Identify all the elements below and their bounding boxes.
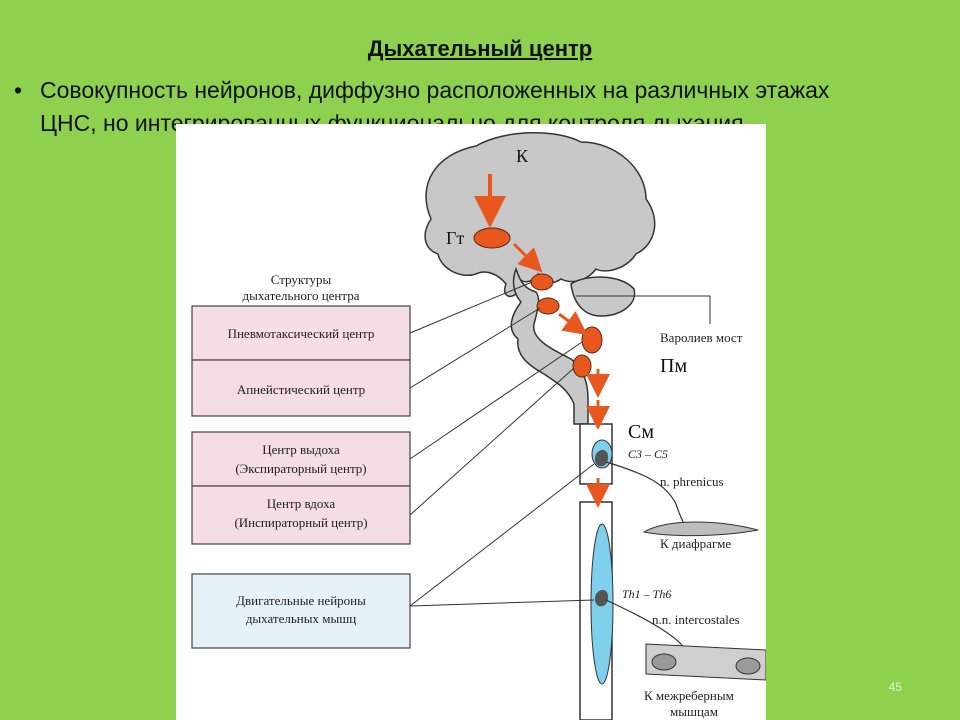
box-inspiratory-line1: Центр вдоха (267, 496, 336, 511)
box-apneustic (191, 359, 411, 417)
box-apneustic-line1: Апнейстический центр (237, 382, 365, 397)
intercostal-muscle (645, 643, 766, 681)
segment-th-label: Th1 – Th6 (622, 587, 671, 601)
leader-inspiratory (409, 367, 575, 516)
bullet-dot: • (14, 77, 23, 103)
nucleus-inspiratory (572, 354, 592, 378)
to-diaphragm-label: К диафрагме (660, 536, 731, 551)
box-motor-neurons (191, 573, 411, 649)
brain-label: К (516, 146, 529, 166)
leader-motor-neurons (409, 463, 595, 607)
box-inspiratory (191, 485, 411, 545)
box-motor-line1: Двигательные нейроны (236, 593, 366, 608)
hypothalamus-label: Гт (446, 228, 464, 248)
brain-shape (424, 131, 656, 298)
leader-motor-neurons-2 (409, 599, 595, 607)
rib-right (735, 657, 761, 675)
nucleus-hypothalamus (473, 227, 511, 249)
intercostales-label: n.n. intercostales (652, 612, 740, 627)
phrenicus-label: n. phrenicus (660, 474, 724, 489)
thoracic-neuron (594, 589, 609, 607)
diaphragm-shape (642, 521, 759, 537)
pons-leader (576, 295, 711, 324)
leader-apneustic (409, 307, 541, 389)
rib-left (651, 653, 677, 671)
leader-expiratory (409, 341, 583, 460)
nucleus-pneumotaxic (530, 273, 554, 291)
box-expiratory (191, 431, 411, 487)
arrow-to-pneumotaxic (512, 242, 543, 273)
arrow-to-expiratory (558, 311, 588, 336)
structures-heading-2: дыхательного центра (243, 288, 360, 303)
leader-pneumotaxic (409, 281, 533, 334)
structures-heading-1: Структуры (271, 272, 332, 287)
respiratory-center-diagram: К Гт Структуры дыхательного центра Пневм… (191, 131, 766, 720)
segment-c-label: C3 – C5 (628, 447, 668, 461)
page-number: 45 (888, 680, 902, 694)
box-expiratory-line1: Центр выдоха (262, 442, 340, 457)
nucleus-apneustic (536, 297, 560, 315)
diagram-panel: К Гт Структуры дыхательного центра Пневм… (176, 124, 766, 720)
box-motor-line2: дыхательных мышц (246, 611, 356, 626)
box-pneumotaxic (191, 305, 411, 361)
box-pneumotaxic-line1: Пневмотаксический центр (228, 326, 375, 341)
nucleus-expiratory (581, 326, 603, 354)
bullet-line-1: Совокупность нейронов, диффузно располож… (40, 77, 830, 103)
to-intercostal-line1: К межреберным (644, 688, 734, 703)
cervical-neuron (594, 449, 609, 467)
slide-title: Дыхательный центр (367, 36, 593, 61)
box-inspiratory-line2: (Инспираторный центр) (234, 515, 367, 530)
pons-label: Варолиев мост (660, 330, 743, 345)
spinal-label: См (628, 421, 654, 443)
to-intercostal-line2: мышцам (670, 704, 718, 719)
box-expiratory-line2: (Экспираторный центр) (235, 461, 366, 476)
cerebellum-shape (570, 276, 636, 317)
pons-abbr: Пм (660, 355, 687, 377)
